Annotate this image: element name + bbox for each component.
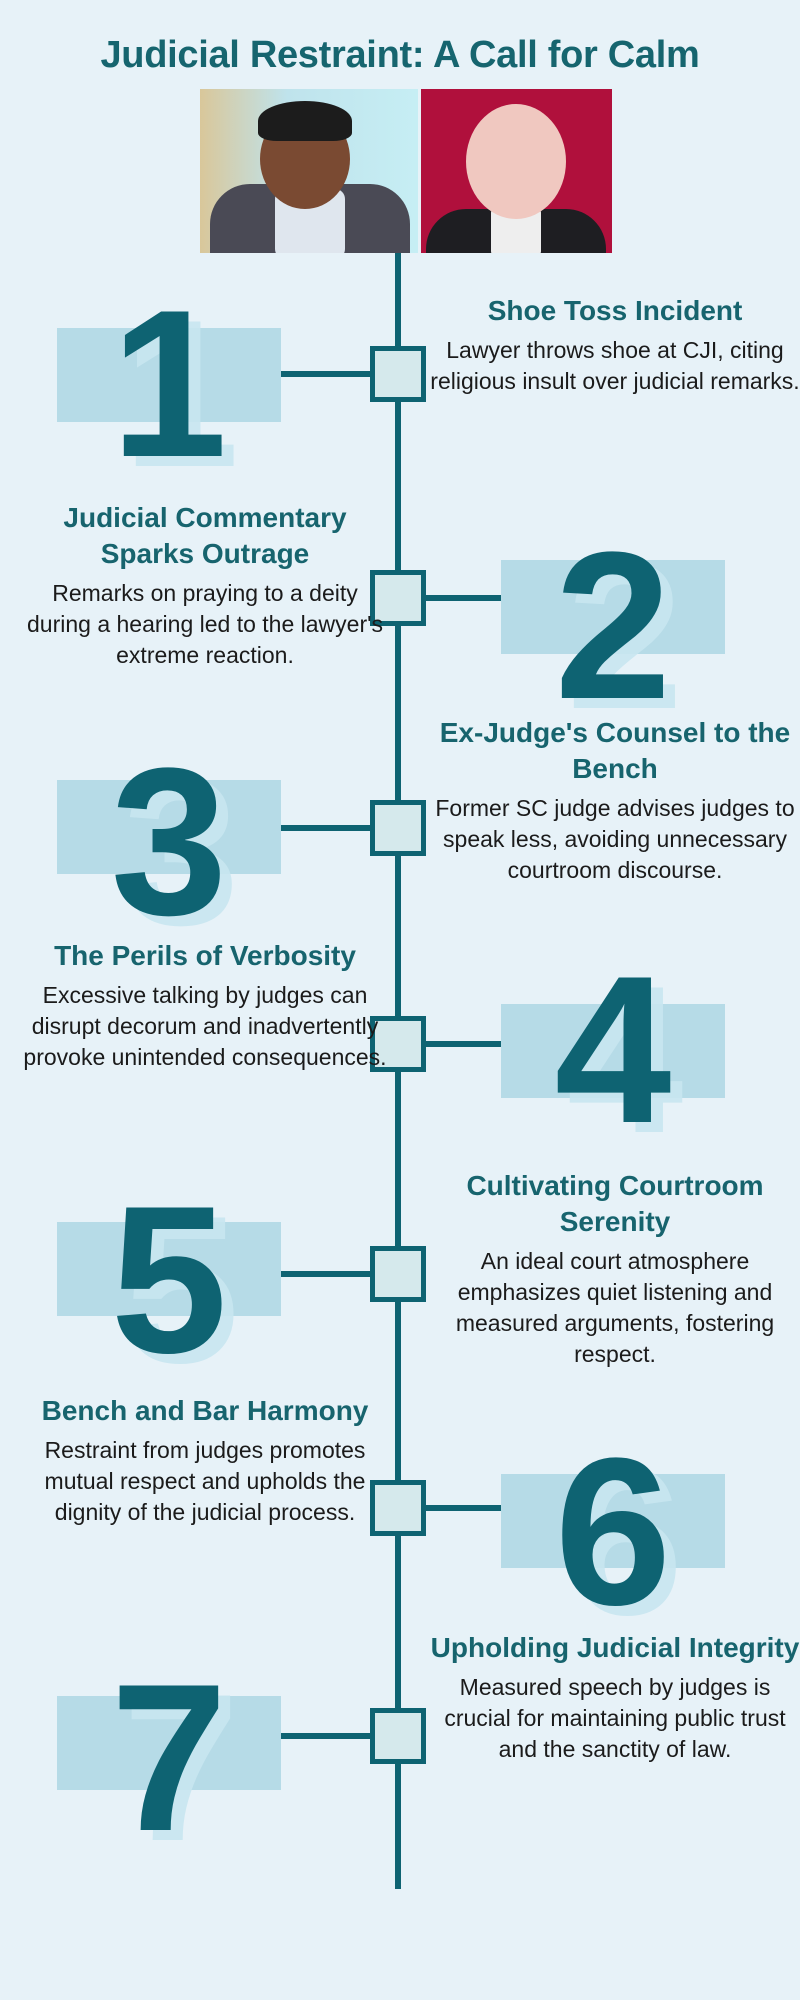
step-number: 1 [110,266,228,501]
timeline-node [370,1480,426,1536]
item-body: Former SC judge advises judges to speak … [435,795,795,883]
item-text: Ex-Judge's Counsel to the Bench Former S… [430,715,800,886]
timeline-node [370,1016,426,1072]
item-heading: Ex-Judge's Counsel to the Bench [439,717,791,784]
timeline-node [370,800,426,856]
timeline-item: 4 The Perils of Verbosity Excessive talk… [0,910,800,1167]
item-heading: Cultivating Courtroom Serenity [466,1170,764,1237]
connector-line [281,371,373,377]
item-heading: Shoe Toss Incident [487,295,743,326]
item-body: Excessive talking by judges can disrupt … [23,982,387,1070]
step-number: 2 [554,508,672,743]
photo-judge-right [421,89,612,253]
timeline-node [370,1246,426,1302]
step-number: 3 [110,724,228,959]
number-backdrop [501,560,725,654]
item-heading: Upholding Judicial Integrity [430,1632,800,1663]
number-backdrop [57,1696,281,1790]
item-body: Remarks on praying to a deity during a h… [27,580,383,668]
timeline-node [370,570,426,626]
timeline-item: 5 Cultivating Courtroom Serenity An idea… [0,1140,800,1397]
step-number: 5 [110,1162,228,1397]
item-text: The Perils of Verbosity Excessive talkin… [20,938,390,1073]
number-backdrop [57,780,281,874]
number-backdrop [501,1004,725,1098]
connector-line [400,595,501,601]
number-backdrop [501,1474,725,1568]
connector-line [400,1041,501,1047]
connector-line [281,1733,373,1739]
timeline-item: 6 Bench and Bar Harmony Restraint from j… [0,1370,800,1637]
item-body: Restraint from judges promotes mutual re… [44,1437,366,1525]
connector-line [281,1271,373,1277]
timeline-node [370,1708,426,1764]
timeline-node [370,346,426,402]
item-heading: Judicial Commentary Sparks Outrage [63,502,347,569]
item-body: Lawyer throws shoe at CJI, citing religi… [430,337,800,394]
number-backdrop [57,328,281,422]
timeline-item: 3 Ex-Judge's Counsel to the Bench Former… [0,680,800,947]
page-title: Judicial Restraint: A Call for Calm [100,34,700,76]
item-heading: Bench and Bar Harmony [41,1395,369,1426]
timeline-item: 7 Upholding Judicial Integrity Measured … [0,1600,800,1863]
timeline-item: 1 Shoe Toss Incident Lawyer throws shoe … [0,260,800,490]
item-text: Shoe Toss Incident Lawyer throws shoe at… [430,293,800,397]
item-body: An ideal court atmosphere emphasizes qui… [455,1248,775,1367]
step-number: 7 [110,1640,228,1875]
item-body: Measured speech by judges is crucial for… [444,1674,786,1762]
number-backdrop [57,1222,281,1316]
item-text: Bench and Bar Harmony Restraint from jud… [20,1393,390,1528]
item-text: Upholding Judicial Integrity Measured sp… [430,1630,800,1765]
connector-line [281,825,373,831]
photo-judge-left [200,89,418,253]
step-number: 6 [554,1414,672,1649]
step-number: 4 [554,932,672,1167]
item-text: Judicial Commentary Sparks Outrage Remar… [20,500,390,671]
item-heading: The Perils of Verbosity [54,940,356,971]
connector-line [400,1505,501,1511]
timeline-item: 2 Judicial Commentary Sparks Outrage Rem… [0,470,800,731]
item-text: Cultivating Courtroom Serenity An ideal … [430,1168,800,1370]
